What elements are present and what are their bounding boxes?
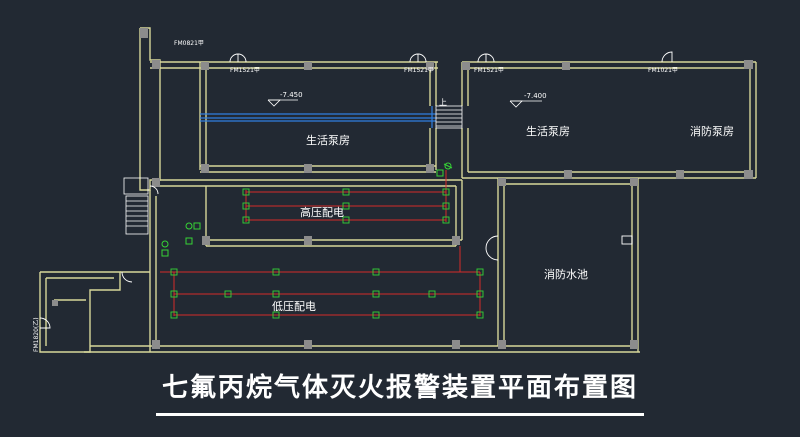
door-swing-icon — [229, 53, 239, 63]
caption-wrap: 七氟丙烷气体灭火报警装置平面布置图 — [0, 372, 800, 416]
alarm-bell-icon — [444, 162, 452, 170]
pool-access-hatch — [621, 235, 633, 245]
detector-wiring-lv — [160, 246, 481, 316]
pipe — [200, 106, 436, 128]
stairs-left — [123, 177, 149, 235]
room-high-voltage: 高压配电 — [300, 205, 344, 219]
drawing-caption: 七氟丙烷气体灭火报警装置平面布置图 — [155, 372, 644, 416]
elevation-markers — [267, 99, 542, 108]
alarm-devices — [161, 162, 453, 257]
door-tag-4: FM1521甲 — [474, 67, 504, 74]
room-domestic-pump-left: 生活泵房 — [306, 133, 350, 147]
elevation-left: -7.450 — [280, 91, 303, 99]
detector-wiring-hv — [245, 170, 447, 222]
walls — [39, 27, 757, 353]
columns — [52, 28, 753, 349]
door-tag-5: FM1021甲 — [648, 67, 678, 74]
smoke-detector-icon — [242, 188, 250, 196]
wall-annex — [39, 271, 121, 353]
room-domestic-pump-right: 生活泵房 — [526, 124, 570, 138]
stair-label: 上 — [439, 98, 447, 107]
elevation-marker-icon — [267, 99, 281, 107]
stairs-main — [435, 105, 463, 129]
room-labels: 生活泵房 生活泵房 消防泵房 高压配电 低压配电 消防水池 — [272, 124, 734, 313]
room-fire-pump: 消防泵房 — [690, 124, 734, 138]
door-tag-2: FM1521甲 — [230, 67, 260, 74]
door-tag-1: FM0821甲 — [174, 40, 204, 47]
doors — [39, 51, 673, 329]
wall-left-block — [139, 27, 161, 191]
elevation-right: -7.400 — [524, 92, 547, 100]
door-tag-6: FM1820(乙) — [33, 317, 40, 352]
smoke-detectors — [170, 188, 484, 319]
door-tag-3: FM1521甲 — [404, 67, 434, 74]
room-low-voltage: 低压配电 — [272, 300, 316, 313]
door-tags: FM0821甲 FM1521甲 FM1521甲 FM1521甲 FM1021甲 … — [33, 40, 678, 352]
room-fire-pool: 消防水池 — [544, 267, 588, 281]
